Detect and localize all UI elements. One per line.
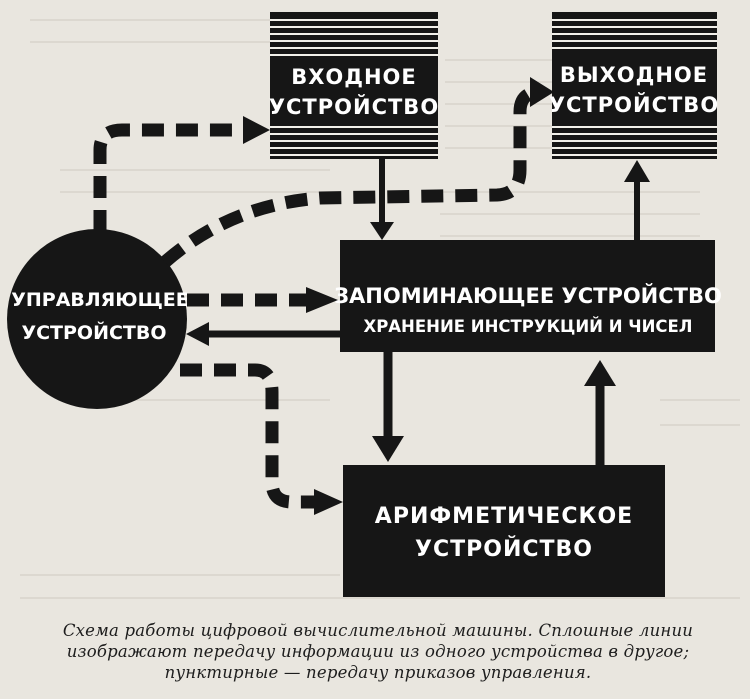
output-device-block: ВЫХОДНОЕ УСТРОЙСТВО	[549, 12, 719, 159]
dashed-head-input	[243, 116, 270, 144]
control-unit-circle	[7, 229, 187, 409]
dashed-arrow-control-to-output	[160, 85, 541, 267]
figure-caption: Схема работы цифровой вычислительной маш…	[22, 620, 734, 683]
arithmetic-unit-label-1: АРИФМЕТИЧЕСКОЕ	[375, 504, 633, 529]
solid-arrows	[186, 159, 650, 465]
arithmetic-unit-box	[343, 465, 665, 597]
caption-line-3: пунктирные — передачу приказов управлени…	[164, 663, 592, 682]
arrow-arithmetic-to-memory-head	[584, 360, 616, 386]
memory-unit-label-2: ХРАНЕНИЕ ИНСТРУКЦИЙ И ЧИСЕЛ	[363, 317, 692, 336]
arrow-input-to-memory-head	[370, 222, 394, 240]
dashed-arrow-heads	[243, 77, 554, 515]
memory-unit-box	[340, 240, 715, 352]
memory-unit-label-1: ЗАПОМИНАЮЩЕЕ УСТРОЙСТВО	[334, 283, 722, 308]
dashed-head-arithmetic	[314, 489, 343, 515]
input-device-label-1: ВХОДНОЕ	[291, 65, 417, 89]
arithmetic-unit-label-2: УСТРОЙСТВО	[415, 536, 593, 562]
arrow-memory-to-control-head	[186, 322, 209, 346]
output-device-label-1: ВЫХОДНОЕ	[560, 63, 708, 87]
memory-unit-block: ЗАПОМИНАЮЩЕЕ УСТРОЙСТВО ХРАНЕНИЕ ИНСТРУК…	[334, 240, 722, 352]
dashed-head-memory	[306, 287, 338, 313]
dashed-head-output	[530, 77, 554, 107]
input-device-label-2: УСТРОЙСТВО	[269, 94, 439, 119]
input-device-stripes	[270, 19, 438, 156]
output-device-stripes	[552, 19, 717, 156]
dashed-arrow-control-to-input	[93, 123, 245, 232]
dashed-arrow-control-to-arithmetic	[180, 363, 318, 509]
arrow-memory-to-output-head	[624, 160, 650, 182]
background-bleed-texture	[20, 19, 740, 599]
dashed-arrows	[93, 85, 541, 509]
input-device-block: ВХОДНОЕ УСТРОЙСТВО	[269, 12, 439, 159]
caption-line-1: Схема работы цифровой вычислительной маш…	[62, 621, 694, 640]
arithmetic-unit-block: АРИФМЕТИЧЕСКОЕ УСТРОЙСТВО	[343, 465, 665, 597]
control-unit-label-2: УСТРОЙСТВО	[21, 321, 166, 344]
output-device-label-2: УСТРОЙСТВО	[549, 92, 719, 117]
caption-line-2: изображают передачу информации из одного…	[66, 642, 690, 661]
arrow-memory-to-arithmetic-head	[372, 436, 404, 462]
control-unit-label-1: УПРАВЛЯЮЩЕЕ	[11, 289, 189, 311]
control-unit-block: УПРАВЛЯЮЩЕЕ УСТРОЙСТВО	[7, 229, 189, 409]
